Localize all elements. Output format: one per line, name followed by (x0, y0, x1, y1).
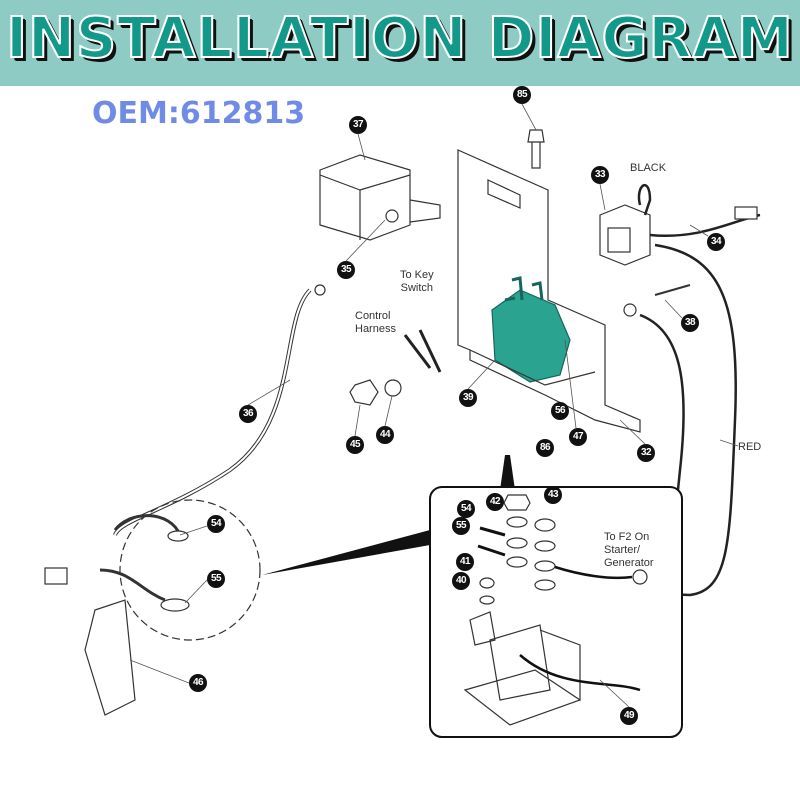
detail-circle (119, 499, 261, 641)
callout-54: 54 (457, 500, 475, 518)
bolt-85 (527, 129, 545, 169)
controller-46 (84, 599, 136, 716)
callout-55: 55 (452, 517, 470, 535)
callout-33: 33 (591, 166, 609, 184)
callout-42: 42 (486, 493, 504, 511)
cable-36 (113, 288, 312, 536)
callout-44: 44 (376, 426, 394, 444)
label-red: RED (738, 441, 762, 453)
callout-37: 37 (349, 116, 367, 134)
callout-32: 32 (637, 444, 655, 462)
page-title: INSTALLATION DIAGRAM (5, 5, 794, 72)
callout-47: 47 (569, 428, 587, 446)
callout-39: 39 (459, 389, 477, 407)
callout-35: 35 (337, 261, 355, 279)
callout-38: 38 (681, 314, 699, 332)
callout-85: 85 (513, 86, 531, 104)
solenoid (491, 289, 571, 383)
washer-44 (384, 379, 402, 397)
callout-56: 56 (551, 402, 569, 420)
callout-86: 86 (536, 439, 554, 457)
title-banner (0, 0, 800, 86)
callout-34: 34 (707, 233, 725, 251)
label-control-harness: Control Harness (355, 310, 396, 335)
callout-54: 54 (207, 515, 225, 533)
mounting-plate (457, 149, 641, 433)
callout-43: 43 (544, 486, 562, 504)
callout-49: 49 (620, 707, 638, 725)
label-to-key-switch: To Key Switch (400, 269, 434, 294)
callout-45: 45 (346, 436, 364, 454)
control-harness (403, 329, 442, 373)
callout-46: 46 (189, 674, 207, 692)
red-wire (549, 243, 737, 597)
oem-number: OEM:612813 (92, 96, 306, 131)
callout-36: 36 (239, 405, 257, 423)
label-to-f2: To F2 On Starter/ Generator (604, 531, 654, 569)
label-black: BLACK (630, 162, 667, 174)
inset-hardware (469, 494, 556, 646)
nut-45 (349, 379, 379, 406)
callout-40: 40 (452, 572, 470, 590)
black-wire (637, 184, 652, 216)
callout-55: 55 (207, 570, 225, 588)
callout-41: 41 (456, 553, 474, 571)
relay-37 (319, 154, 411, 241)
